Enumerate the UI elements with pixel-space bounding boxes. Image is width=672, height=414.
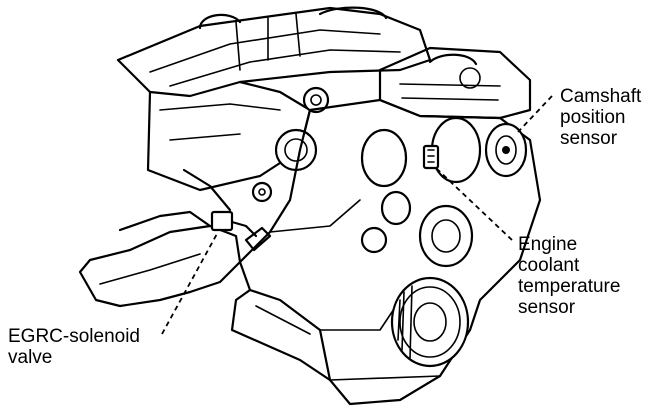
- label-line: EGRC-solenoid: [8, 326, 140, 347]
- throttle-body: [146, 80, 330, 192]
- label-line: Camshaft: [560, 86, 642, 107]
- label-line: coolant: [518, 255, 580, 276]
- coolant-sensor-part: [422, 144, 440, 170]
- label-line: valve: [8, 347, 53, 368]
- egrc-valve-part: [210, 210, 272, 252]
- egrc-solenoid-valve-label: EGRC-solenoid valve: [8, 326, 140, 368]
- label-line: sensor: [560, 128, 618, 149]
- label-line: sensor: [518, 297, 576, 318]
- leader-lines: [161, 95, 553, 335]
- camshaft-sensor-part: [484, 122, 528, 178]
- engine-block: [238, 98, 542, 406]
- label-line: temperature: [518, 276, 621, 297]
- engine-coolant-temperature-sensor-label: Engine coolant temperature sensor: [518, 234, 620, 318]
- oil-pan: [230, 288, 332, 382]
- valve-covers: [378, 46, 532, 120]
- crank-pulley: [390, 276, 470, 368]
- label-line: position: [560, 107, 626, 128]
- exhaust-manifold: [78, 168, 273, 308]
- label-line: Engine: [518, 234, 578, 255]
- intake-manifold: [116, 6, 432, 98]
- camshaft-position-sensor-label: Camshaft position sensor: [560, 86, 641, 149]
- timing-cover: [360, 116, 482, 268]
